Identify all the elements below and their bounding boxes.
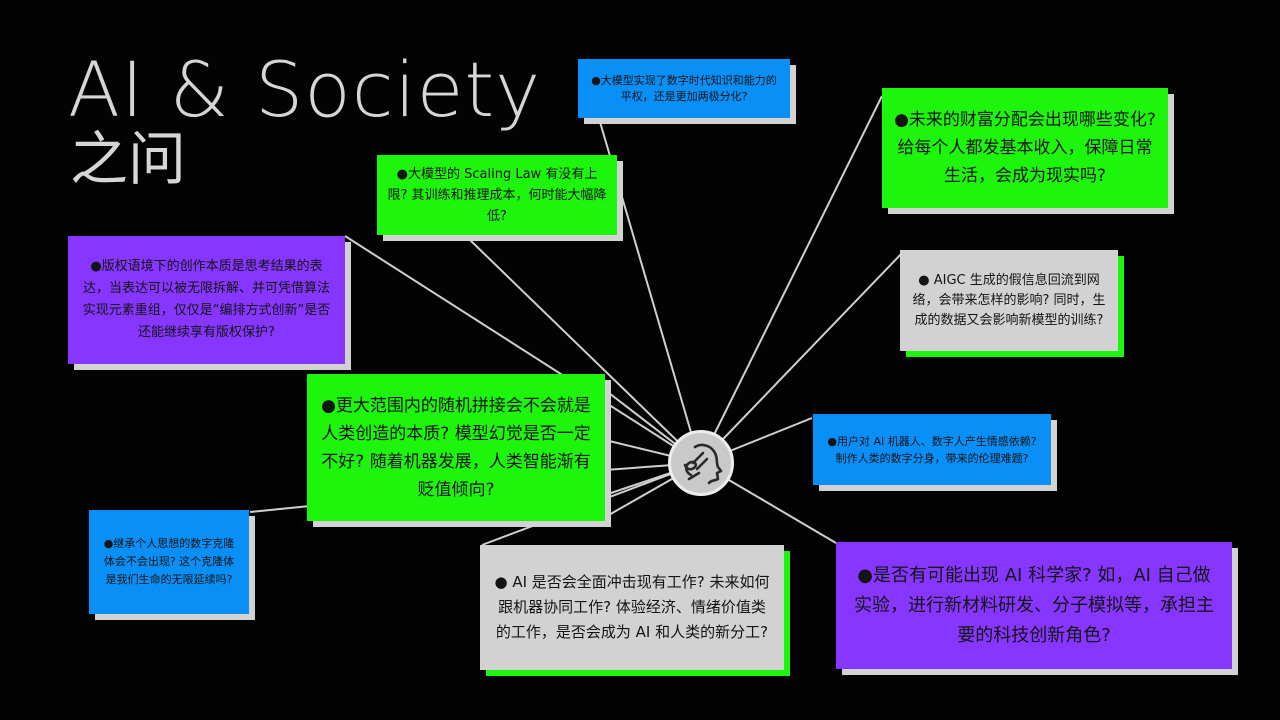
question-text: ●是否有可能出现 AI 科学家? 如，AI 自己做实验，进行新材料研发、分子模拟…	[854, 564, 1214, 646]
question-card-ai-scientist: ●是否有可能出现 AI 科学家? 如，AI 自己做实验，进行新材料研发、分子模拟…	[836, 542, 1232, 669]
question-text: ●版权语境下的创作本质是思考结果的表达，当表达可以被无限拆解、并可凭借算法实现元…	[82, 259, 331, 340]
page-title: AI & Society	[68, 45, 542, 134]
page-subtitle: 之问	[70, 125, 187, 193]
question-text: ●更大范围内的随机拼接会不会就是人类创造的本质? 模型幻觉是否一定不好? 随着机…	[321, 395, 591, 500]
connector-line	[699, 251, 904, 464]
ai-head-icon	[683, 443, 723, 485]
question-card-wealth: ●未来的财富分配会出现哪些变化? 给每个人都发基本收入，保障日常生活，会成为现实…	[882, 88, 1168, 208]
connector-line	[344, 235, 701, 464]
question-card-digital-divide: ●大模型实现了数字时代知识和能力的平权，还是更加两极分化?	[578, 59, 790, 118]
question-text: ● AIGC 生成的假信息回流到网络，会带来怎样的影响? 同时，生成的数据又会影…	[912, 272, 1106, 328]
central-hub	[668, 430, 734, 496]
question-card-emotional-bond: ●用户对 AI 机器人、数字人产生情感依赖? 制作人类的数字分身，带来的伦理难题…	[813, 414, 1051, 485]
question-card-copyright: ●版权语境下的创作本质是思考结果的表达，当表达可以被无限拆解、并可凭借算法实现元…	[68, 236, 345, 364]
question-card-creativity: ●更大范围内的随机拼接会不会就是人类创造的本质? 模型幻觉是否一定不好? 随着机…	[307, 374, 605, 521]
question-text: ●大模型的 Scaling Law 有没有上限? 其训练和推理成本，何时能大幅降…	[387, 166, 607, 224]
connector-line	[699, 95, 883, 464]
question-text: ●用户对 AI 机器人、数字人产生情感依赖? 制作人类的数字分身，带来的伦理难题…	[827, 434, 1037, 465]
question-card-aigc-misinfo: ● AIGC 生成的假信息回流到网络，会带来怎样的影响? 同时，生成的数据又会影…	[900, 250, 1118, 351]
question-card-digital-clone: ●继承个人思想的数字克隆体会不会出现? 这个克隆体是我们生命的无限延续吗?	[89, 510, 249, 614]
question-text: ●继承个人思想的数字克隆体会不会出现? 这个克隆体是我们生命的无限延续吗?	[103, 537, 235, 586]
connector-line	[469, 239, 701, 464]
question-text: ● AI 是否会全面冲击现有工作? 未来如何跟机器协同工作? 体验经济、情绪价值…	[494, 573, 770, 641]
question-text: ●未来的财富分配会出现哪些变化? 给每个人都发基本收入，保障日常生活，会成为现实…	[894, 110, 1156, 186]
question-card-jobs: ● AI 是否会全面冲击现有工作? 未来如何跟机器协同工作? 体验经济、情绪价值…	[480, 545, 784, 670]
question-card-scaling-law: ●大模型的 Scaling Law 有没有上限? 其训练和推理成本，何时能大幅降…	[377, 155, 617, 235]
question-text: ●大模型实现了数字时代知识和能力的平权，还是更加两极分化?	[591, 73, 777, 103]
